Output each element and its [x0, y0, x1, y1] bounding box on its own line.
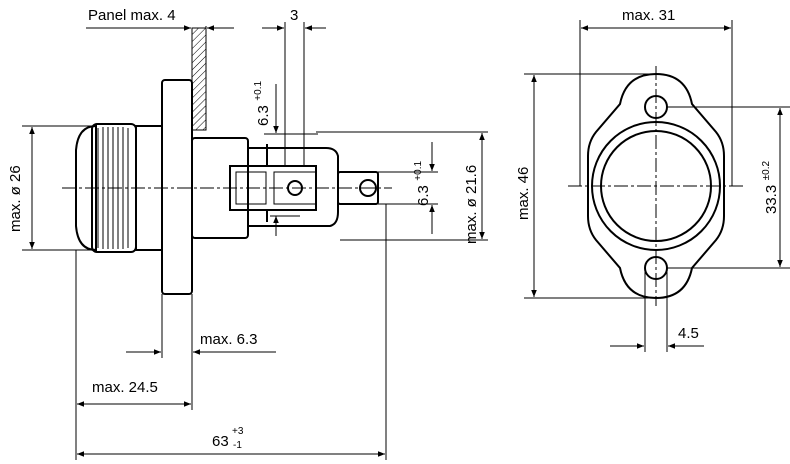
terminal — [229, 144, 317, 222]
central-bore-inner — [600, 130, 712, 242]
central-bore-outer — [591, 121, 721, 251]
dim-flange-thickness-label: max. 6.3 — [200, 331, 258, 348]
dim-hole-diameter-label: 4.5 — [678, 325, 699, 342]
dim-panel-label: Panel max. 4 — [88, 7, 176, 24]
dim-cap-diameter: max. ø 26 — [7, 125, 92, 251]
dim-flange-thickness: max. 6.3 — [126, 294, 276, 358]
dim-body-diameter: max. ø 21.6 — [316, 131, 488, 244]
dim-flange-height-label: max. 46 — [515, 167, 532, 220]
svg-text:63 +3 -1: 63 +3 -1 — [212, 421, 248, 451]
dim-flange-width-label: max. 31 — [622, 7, 675, 24]
dim-terminal-width-tol: +0.1 — [413, 161, 424, 181]
dim-terminal-tab-width-tol: +0.1 — [253, 81, 264, 101]
dim-terminal-gap-label: 3 — [290, 7, 298, 24]
dim-terminal-tab-width: 6.3 +0.1 — [253, 81, 318, 236]
knurl-lines — [97, 127, 129, 249]
dim-flange-height: max. 46 — [515, 73, 656, 299]
dim-front-length-label: max. 24.5 — [92, 379, 158, 396]
dim-overall-length-label: 63 — [212, 433, 229, 450]
contact-housing — [247, 147, 339, 227]
dim-body-diameter-label: max. ø 21.6 — [463, 165, 480, 244]
flange — [161, 79, 193, 295]
front-view: max. 31 max. 46 33.3 ±0.2 — [515, 7, 790, 352]
dim-overall-length: 63 +3 -1 — [77, 204, 387, 460]
svg-text:33.3 ±0.2: 33.3 ±0.2 — [761, 161, 780, 214]
panel — [191, 27, 207, 131]
dim-cap-diameter-label: max. ø 26 — [7, 165, 24, 232]
dim-overall-length-tol-lower: -1 — [233, 440, 242, 451]
dim-panel: Panel max. 4 — [86, 7, 234, 80]
dim-terminal-tab-width-label: 6.3 — [255, 105, 272, 126]
dim-hole-spacing: 33.3 ±0.2 — [667, 106, 790, 269]
dim-flange-width: max. 31 — [579, 7, 733, 186]
dim-hole-spacing-tol: ±0.2 — [761, 161, 772, 181]
side-view: Panel max. 4 3 6.3 +0.1 — [7, 7, 488, 460]
dim-overall-length-tol-upper: +3 — [232, 426, 244, 437]
svg-text:6.3 +0.1: 6.3 +0.1 — [253, 81, 272, 126]
dim-terminal-gap: 3 — [262, 7, 326, 166]
dim-hole-spacing-label: 33.3 — [763, 185, 780, 214]
dim-front-length: max. 24.5 — [75, 250, 193, 460]
terminal-tab — [337, 171, 379, 205]
dim-hole-diameter: 4.5 — [610, 268, 704, 352]
dim-terminal-width: 6.3 +0.1 — [378, 142, 438, 234]
svg-text:6.3 +0.1: 6.3 +0.1 — [413, 161, 432, 206]
dim-terminal-width-label: 6.3 — [415, 185, 432, 206]
